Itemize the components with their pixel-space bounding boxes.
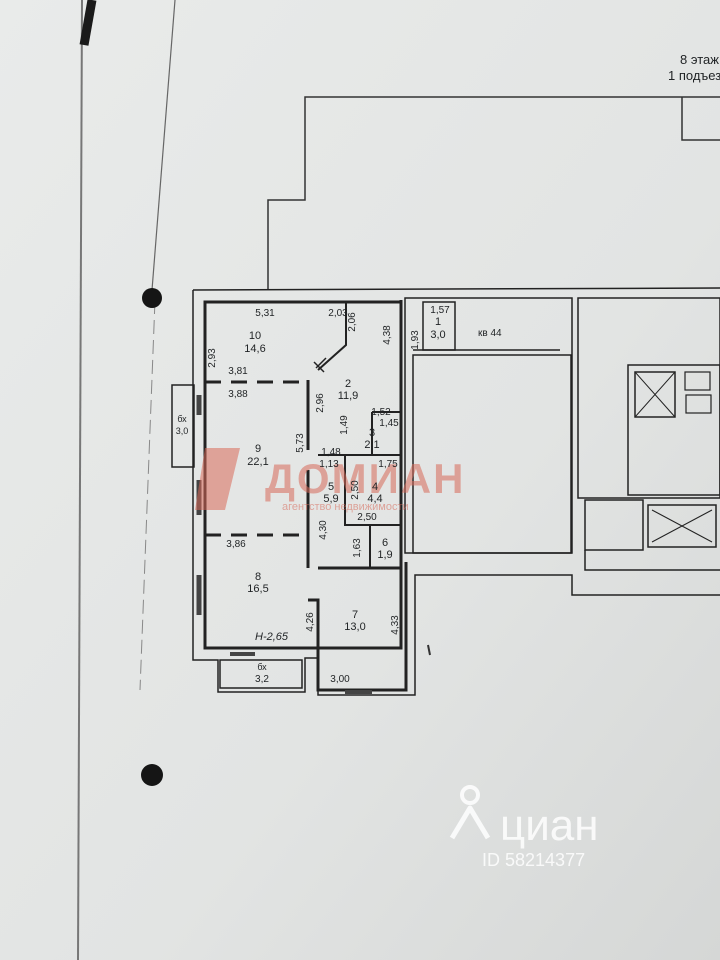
dimension-label: 1,93 [410,330,421,350]
dimension-label: 4,33 [390,615,401,635]
dimension-label: 1,45 [379,418,399,429]
agency-watermark-subtext: агентство недвижимости [282,501,409,513]
dimension-label: 2,96 [315,393,326,413]
balcony-label: бх [177,414,187,424]
dimension-label: 1,13 [319,459,339,470]
room-area: 22,1 [247,456,268,468]
dimension-label: 3,81 [228,366,248,377]
axis-line [139,299,156,691]
dimension-label: 4,26 [305,612,316,632]
dimension-label: 3,86 [226,539,246,550]
room-area: 16,5 [247,583,268,595]
dimension-label: 2,03 [328,308,348,319]
dimension-label: 3,00 [330,674,350,685]
apartment-walls [171,287,720,696]
room-area: 14,6 [244,343,265,355]
dimension-label: 2,50 [350,480,361,500]
site-boundary-line [151,0,176,291]
room-area: 5,9 [323,493,338,505]
room-number: 10 [249,330,261,342]
cian-logo-icon [449,785,491,840]
dimension-label: 1,49 [339,415,350,435]
room-area: 3,0 [430,329,445,341]
room-area: 4,4 [367,493,382,505]
cian-watermark: циан ID 58214377 [449,785,599,870]
dimension-label: 1,48 [321,447,341,458]
dimension-label: 2,06 [347,312,358,332]
entrance-label: 1 подъезд [668,68,720,83]
dimension-label: 4,30 [318,520,329,540]
room-number: 4 [372,481,378,493]
dimension-label: 2,93 [207,348,218,368]
room-area: 1,9 [377,549,392,561]
dimension-label: 5,31 [255,308,275,319]
dimension-label: 5,73 [295,433,306,453]
room-number: 9 [255,443,261,455]
dimension-label: 3,88 [228,389,248,400]
dimension-label: 1,52 [371,407,391,418]
room-number: 3 [369,427,375,439]
room-number: 8 [255,571,261,583]
room-number: 7 [352,609,358,621]
dimension-label: 2,50 [357,512,377,523]
agency-logo-icon [195,448,240,510]
room-number: 2 [345,378,351,390]
room-area: 2,1 [364,439,379,451]
room-area: 13,0 [344,621,365,633]
axis-marker [142,288,162,308]
dimension-label: 4,38 [382,325,393,345]
room-area: 11,9 [338,390,359,402]
page-edge-line [77,0,83,960]
balcony-label: бх [257,662,267,672]
agency-watermark-text: ДОМИАН [265,455,465,502]
floor-label: 8 этаж [680,52,719,67]
room-labels: 10 14,6 2 11,9 3 2,1 9 22,1 5 5,9 4 4,4 … [176,316,446,685]
room-number: 6 [382,537,388,549]
agency-watermark: ДОМИАН агентство недвижимости [195,448,465,513]
building-outline [267,96,720,290]
dimension-label: 1,75 [378,459,398,470]
axis-marker [141,764,163,786]
listing-id-text: ID 58214377 [482,850,585,870]
dimension-label: 1,63 [352,538,363,558]
room-number: 1 [435,316,441,328]
apartment-label: кв 44 [478,328,502,339]
dimension-label: 1,57 [430,305,450,316]
balcony-area: 3,2 [255,674,269,685]
balcony-area: 3,0 [176,426,189,436]
cian-watermark-text: циан [500,801,599,850]
dimension-labels: 5,31 2,03 2,06 4,38 1,57 1,93 2,93 3,81 … [207,305,450,685]
ceiling-height-label: H-2,65 [255,631,289,643]
marker-line [79,0,97,46]
tick-mark [427,644,431,656]
room-number: 5 [328,481,334,493]
